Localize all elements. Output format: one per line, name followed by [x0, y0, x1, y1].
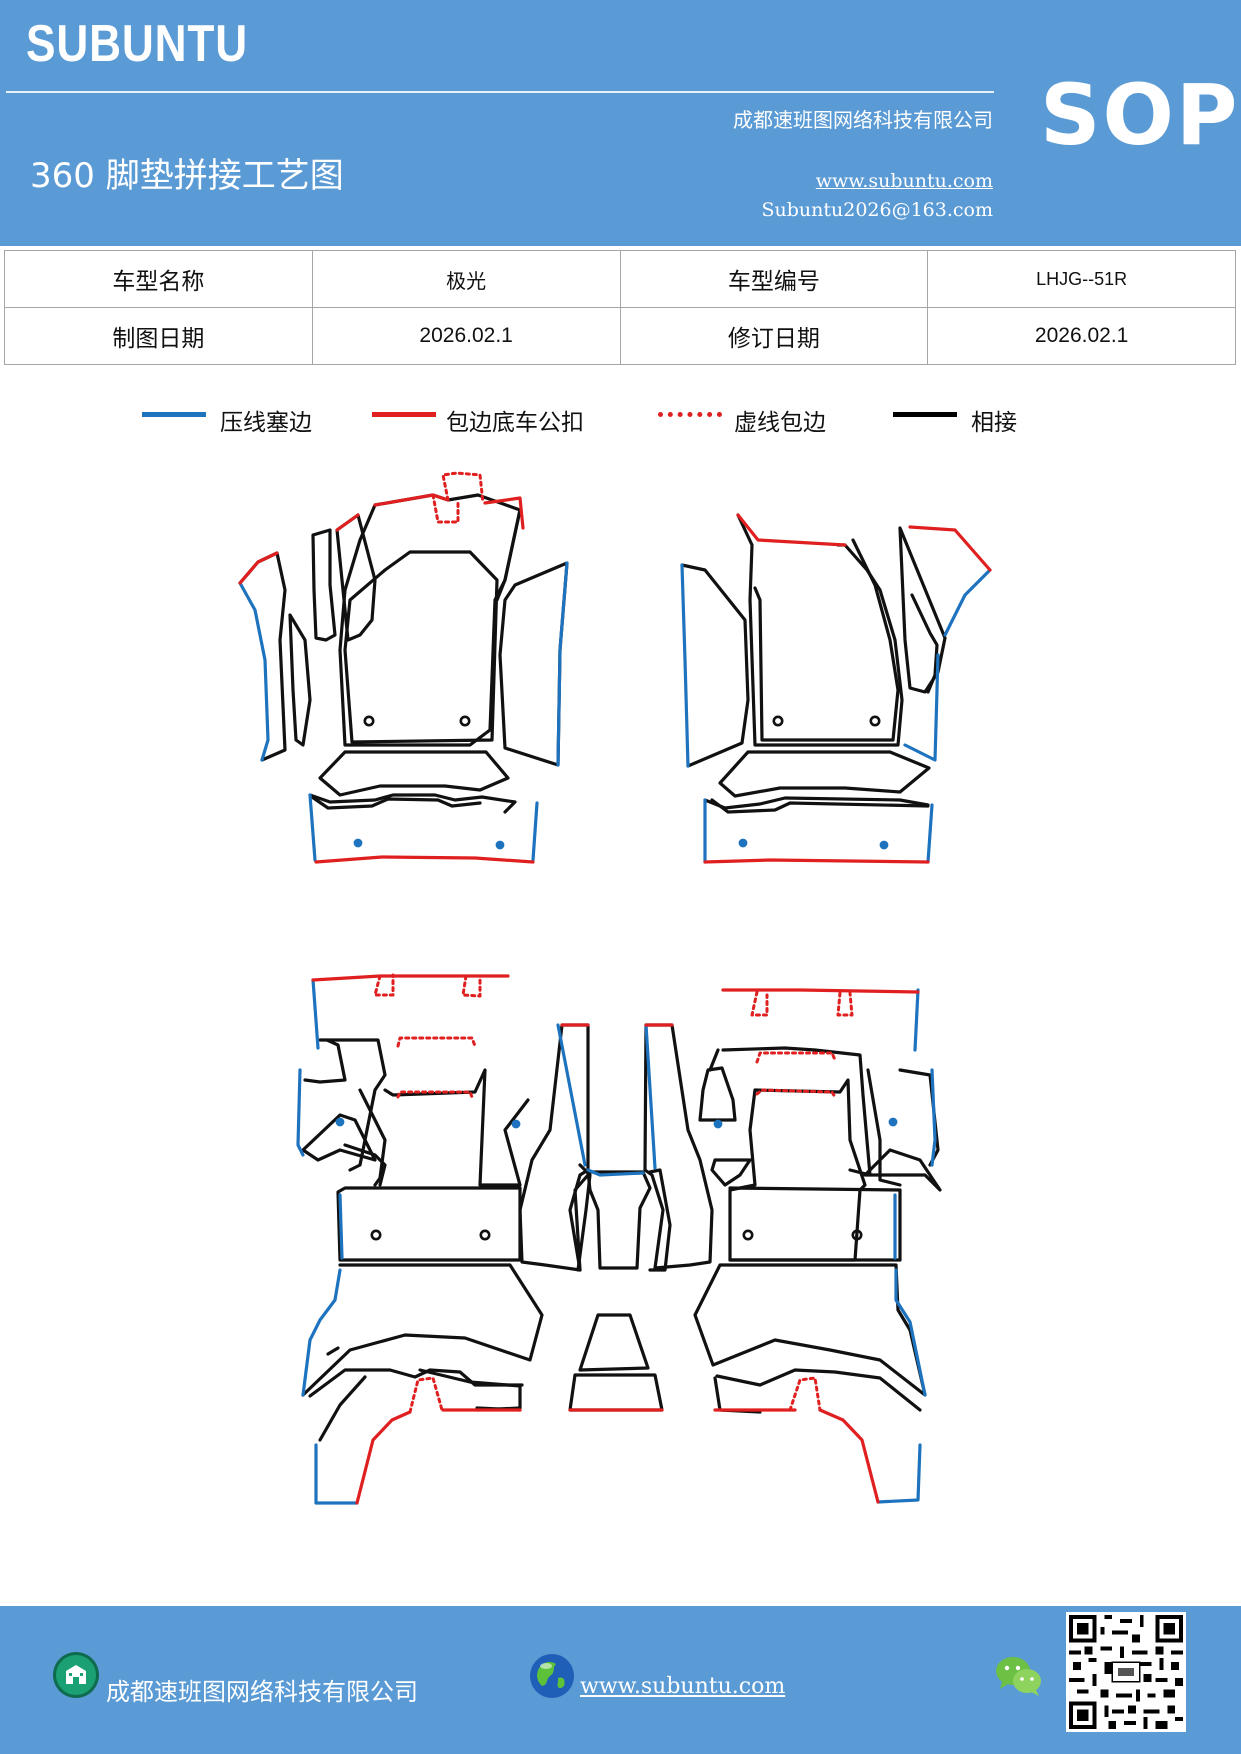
building-icon — [53, 1652, 99, 1698]
diagram-holes — [363, 715, 881, 1241]
header-website-link[interactable]: www.subuntu.com — [815, 170, 993, 192]
model-code-label: 车型编号 — [619, 250, 929, 308]
diagram-red-lines — [238, 493, 992, 1505]
legend-swatch — [372, 412, 436, 417]
floor-mat-diagram — [238, 471, 992, 1505]
footer-website-link[interactable]: www.subuntu.com — [580, 1674, 786, 1699]
table-row: 车型名称 极光 车型编号 LHJG--51R — [4, 250, 1236, 308]
table-row: 制图日期 2026.02.1 修订日期 2026.02.1 — [4, 307, 1236, 365]
draw-date-label: 制图日期 — [4, 307, 313, 365]
header-email: Subuntu2026@163.com — [761, 199, 993, 221]
legend-label: 相接 — [971, 410, 1017, 436]
brand-logo: SUBUNTU — [26, 15, 249, 73]
page-footer: 成都速班图网络科技有限公司 www.subuntu.com — [0, 1606, 1241, 1754]
diagram-dashed-lines — [373, 471, 854, 1414]
legend-label: 包边底车公扣 — [446, 410, 584, 436]
legend-label: 虚线包边 — [734, 410, 826, 436]
diagram-blue-lines — [238, 561, 992, 1505]
revise-date-value: 2026.02.1 — [927, 307, 1236, 365]
header-divider — [6, 91, 994, 93]
legend-swatch — [142, 412, 206, 417]
model-code-value: LHJG--51R — [927, 250, 1236, 308]
document-title: 360 脚垫拼接工艺图 — [30, 156, 344, 196]
model-name-label: 车型名称 — [4, 250, 313, 308]
line-legend: 压线塞边 包边底车公扣 虚线包边 相接 — [0, 400, 1241, 440]
qr-code — [1066, 1612, 1186, 1732]
wechat-icon — [996, 1657, 1041, 1696]
revise-date-label: 修订日期 — [619, 307, 929, 365]
legend-swatch — [893, 412, 957, 417]
diagram-black-lines — [238, 493, 947, 1442]
header-company: 成都速班图网络科技有限公司 — [733, 108, 993, 132]
legend-swatch — [658, 412, 722, 417]
globe-icon — [530, 1654, 574, 1698]
legend-label: 压线塞边 — [220, 410, 312, 436]
sop-label: SOP — [1040, 66, 1240, 164]
vehicle-info-table: 车型名称 极光 车型编号 LHJG--51R 制图日期 2026.02.1 修订… — [4, 250, 1236, 365]
draw-date-value: 2026.02.1 — [311, 307, 621, 365]
page-header: SUBUNTU 成都速班图网络科技有限公司 360 脚垫拼接工艺图 www.su… — [0, 0, 1241, 246]
model-name-value: 极光 — [311, 250, 621, 308]
footer-company: 成都速班图网络科技有限公司 — [106, 1678, 418, 1706]
